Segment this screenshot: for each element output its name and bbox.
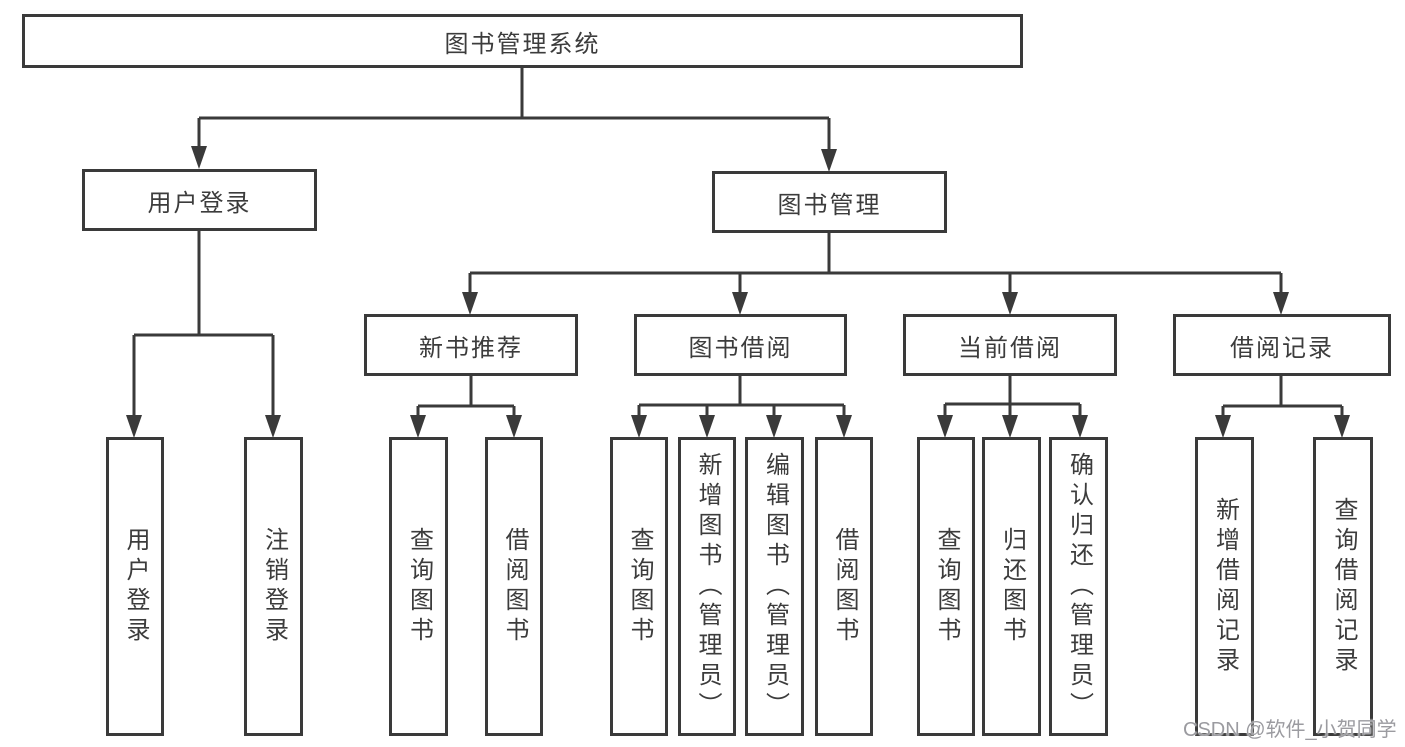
- leaf-query-books-current: 查询图书: [917, 437, 975, 736]
- node-new-book-recommendation: 新书推荐: [364, 314, 578, 376]
- leaf-add-borrow-record: 新增借阅记录: [1195, 437, 1254, 736]
- leaf-return-books: 归还图书: [982, 437, 1041, 736]
- leaf-query-books-recommend: 查询图书: [389, 437, 448, 736]
- leaf-edit-books-admin: 编辑图书（管理员）: [745, 437, 804, 736]
- node-current-borrowing: 当前借阅: [903, 314, 1117, 376]
- leaf-borrow-books-recommend: 借阅图书: [485, 437, 543, 736]
- leaf-query-books-borrow: 查询图书: [610, 437, 668, 736]
- leaf-borrow-books: 借阅图书: [815, 437, 873, 736]
- arrowheads: [126, 146, 1350, 438]
- leaf-logout: 注销登录: [244, 437, 303, 736]
- node-book-management: 图书管理: [712, 171, 947, 233]
- csdn-watermark: CSDN @软件_小贺同学: [1183, 719, 1397, 741]
- leaf-add-books-admin: 新增图书（管理员）: [678, 437, 736, 736]
- node-book-borrowing: 图书借阅: [634, 314, 847, 376]
- leaf-user-login: 用户登录: [106, 437, 164, 736]
- node-root-library-management-system: 图书管理系统: [22, 14, 1023, 68]
- node-user-login: 用户登录: [82, 169, 317, 231]
- node-borrowing-records: 借阅记录: [1173, 314, 1391, 376]
- leaf-query-borrow-record: 查询借阅记录: [1313, 437, 1373, 736]
- leaf-confirm-return-admin: 确认归还（管理员）: [1049, 437, 1108, 736]
